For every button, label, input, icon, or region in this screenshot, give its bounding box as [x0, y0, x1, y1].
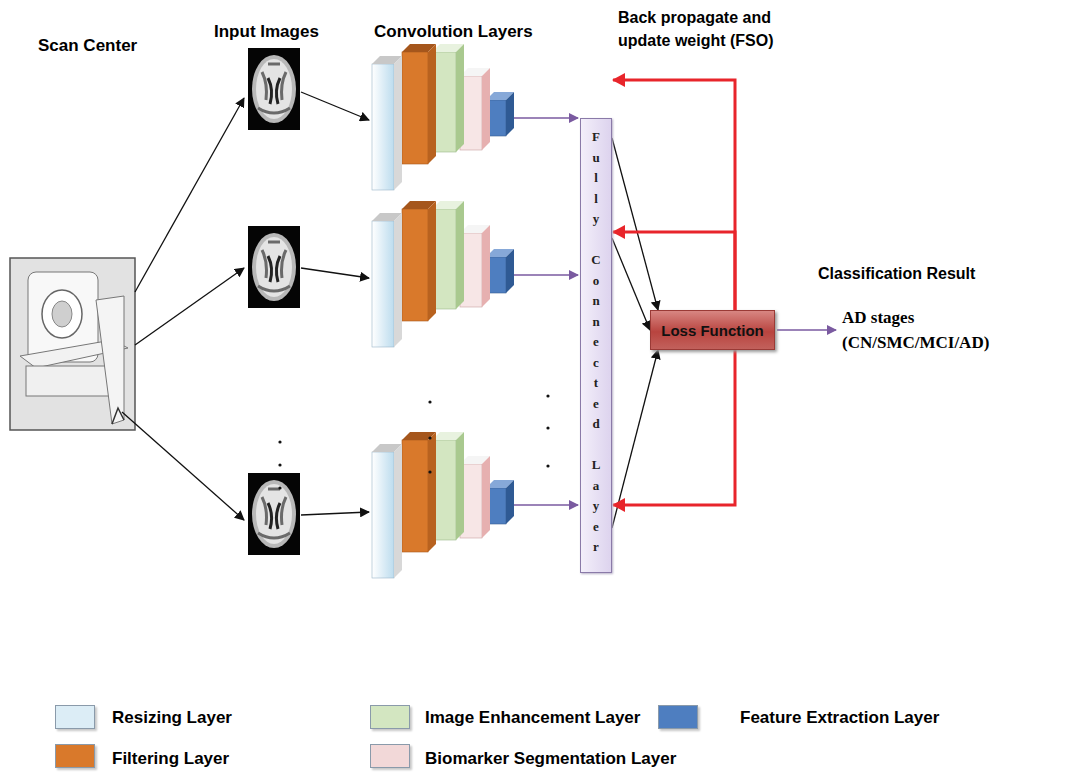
result-text: AD stages (CN/SMC/MCI/AD): [842, 306, 1002, 355]
legend-swatch: [370, 744, 410, 768]
legend-text: Feature Extraction Layer: [740, 708, 939, 728]
letter: n: [590, 291, 603, 312]
vertical-label: Fully Connected Layer: [590, 127, 603, 558]
letter: u: [590, 148, 603, 169]
letter: l: [590, 168, 603, 189]
letter: r: [590, 537, 603, 558]
result-title: Classification Result: [818, 265, 975, 283]
column-title: Convolution Layers: [374, 22, 533, 42]
legend-swatch: [370, 705, 410, 729]
legend-swatch: [658, 705, 698, 729]
feedback-arrow: [613, 80, 735, 310]
letter: t: [590, 373, 603, 394]
letter: d: [590, 414, 603, 435]
fully-connected-layer: Fully Connected Layer: [580, 118, 612, 573]
letter: a: [590, 476, 603, 497]
letter: y: [590, 496, 603, 517]
letter: e: [590, 394, 603, 415]
legend-text: Image Enhancement Layer: [425, 708, 640, 728]
feedback-note: Back propagate and update weight (FSO): [618, 6, 808, 52]
panel-title: Scan Center: [38, 36, 137, 56]
feedback-arrow: [613, 350, 735, 505]
letter: e: [590, 332, 603, 353]
letter: y: [590, 209, 603, 230]
letter: [590, 230, 603, 251]
letter: L: [590, 455, 603, 476]
letter: e: [590, 517, 603, 538]
letter: c: [590, 353, 603, 374]
legend-text: Resizing Layer: [112, 708, 232, 728]
column-title: Input Images: [214, 22, 319, 42]
box-label: Loss Function: [661, 322, 764, 339]
loss-function-box: Loss Function: [650, 310, 775, 350]
flow-arrow: [612, 350, 658, 528]
legend-text: Biomarker Segmentation Layer: [425, 749, 676, 769]
letter: F: [590, 127, 603, 148]
legend-text: Filtering Layer: [112, 749, 229, 769]
letter: C: [590, 250, 603, 271]
flow-arrow: [612, 238, 650, 330]
flow-arrow: [612, 138, 658, 310]
legend-swatch: [55, 744, 95, 768]
feedback-arrow: [613, 232, 735, 310]
legend-swatch: [55, 705, 95, 729]
letter: l: [590, 189, 603, 210]
letter: [590, 435, 603, 456]
letter: n: [590, 312, 603, 333]
letter: o: [590, 271, 603, 292]
